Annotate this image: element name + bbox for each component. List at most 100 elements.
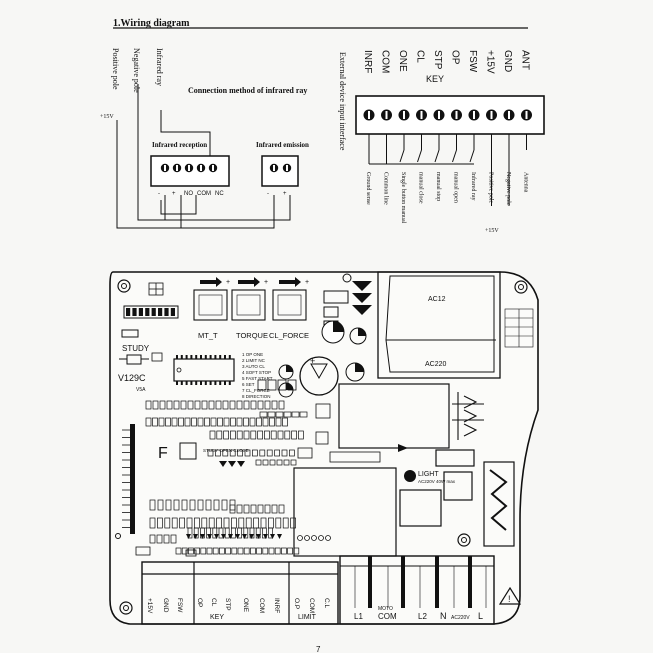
bottom-terminal-label: STP <box>224 598 231 611</box>
reception-pin-nc: NC <box>215 191 224 197</box>
terminal-pin-cl: CL <box>415 50 426 63</box>
bottom-terminal-label: CL <box>210 598 217 607</box>
terminal-key-group: KEY <box>426 74 444 84</box>
terminal-desc: Ground sense <box>365 172 371 205</box>
infrared-emission-block: - + <box>261 155 299 197</box>
terminal-pin-stp: STP <box>432 50 443 70</box>
terminal-desc: Single button manual <box>400 172 406 224</box>
light-sub-label: AC220V 40W max <box>418 479 456 484</box>
motor-terminal-label: L2 <box>418 612 427 621</box>
dip-function-item: 7 CL_FORCE <box>242 388 270 393</box>
study-open-close-label: STUDY OPEN CLOSE <box>203 448 249 453</box>
connection-method-title: Connection method of infrared ray <box>188 86 307 95</box>
main-ic-chip <box>173 355 235 385</box>
motor-terminal-label: L1 <box>354 612 363 621</box>
power-terminal-label: N <box>440 611 447 621</box>
trimmer-label: TORQUE <box>236 331 268 340</box>
terminal-desc: Positive pole <box>488 172 494 204</box>
terminal-desc: manual close <box>418 172 424 204</box>
bottom-terminal-label: COM <box>308 598 315 613</box>
trimmer-label: MT_T <box>198 331 218 340</box>
section-title: 1.Wiring diagram <box>113 18 190 29</box>
model-sub-label: V5A <box>136 387 146 393</box>
terminal-pin-one: ONE <box>397 50 408 72</box>
terminal-pin-gnd: GND <box>502 50 513 72</box>
terminal-pin-com: COM <box>380 50 391 73</box>
power-group-label: AC220V <box>451 615 470 621</box>
bottom-terminal-label: OP <box>196 598 203 607</box>
dip-function-item: 2 LIMIT NC <box>242 358 266 363</box>
power-terminal-label: L <box>478 611 483 621</box>
terminal-pin-15v: +15V <box>485 50 496 74</box>
dip-function-item: 6 SET <box>242 382 255 387</box>
terminal-desc: manual stop <box>435 172 441 201</box>
dip-switch <box>121 305 179 338</box>
infrared-reception-title: Infrared reception <box>152 141 207 149</box>
ac220-label: AC220 <box>425 361 447 368</box>
dip-function-item: 1 OP ONE <box>242 352 263 357</box>
model-label: V129C <box>118 373 146 383</box>
terminal-block <box>355 95 545 135</box>
motor-group-label: MOTO <box>378 606 393 612</box>
terminal-desc: Infrared ray <box>470 172 477 200</box>
terminal-desc: Common line <box>383 172 389 205</box>
f-button: F STUDY OPEN CLOSE <box>158 442 249 467</box>
reception-pin-no: NO <box>184 191 193 197</box>
terminal-pin-op: OP <box>450 50 461 65</box>
dip-function-item: 8 DIRECTION <box>242 394 271 399</box>
bottom-terminal-label: FSW <box>176 598 183 613</box>
infrared-voltage-label: +15V <box>100 114 114 120</box>
svg-text:+: + <box>305 279 309 286</box>
transformer: AC12 AC220 <box>377 271 501 379</box>
terminal-desc: Negative pole <box>505 172 511 206</box>
terminal-pin-fsw: FSW <box>467 50 478 73</box>
dip-function-item: 3 AUTO CL <box>242 364 265 369</box>
external-interface-label: External device input interface <box>338 52 347 151</box>
bottom-terminal-label: O.P <box>293 598 300 609</box>
terminal-pin-ant: ANT <box>520 50 531 70</box>
negative-pole-label: Negative pole <box>132 48 141 93</box>
infrared-reception-block: - + NO COM NC <box>150 155 230 197</box>
infrared-emission-title: Infrared emission <box>256 141 309 149</box>
bottom-limit-group: LIMIT <box>298 614 317 621</box>
trimmer-label: CL_FORCE <box>269 331 309 340</box>
bottom-key-group: KEY <box>210 614 224 621</box>
study-label: STUDY <box>122 344 150 353</box>
motor-terminal-label: COM <box>378 612 397 621</box>
ac12-label: AC12 <box>428 296 446 303</box>
positive-pole-label: Positive pole <box>111 48 120 90</box>
bottom-terminal-label: C.L <box>323 598 330 609</box>
terminal-voltage-label: +15V <box>485 228 499 234</box>
terminal-desc: Antenna <box>523 172 529 193</box>
infrared-ray-label: Infrared ray <box>155 48 164 86</box>
terminal-pin-labels: INRF COM ONE CL STP OP FSW +15V GND ANT <box>362 50 531 74</box>
terminal-descriptions: Ground sense Common line Single button man… <box>365 172 529 224</box>
reception-pin-com: COM <box>197 191 211 197</box>
f-label: F <box>158 445 168 462</box>
svg-text:!: ! <box>508 594 511 604</box>
dip-function-item: 5 FAST START <box>242 376 273 381</box>
svg-text:+: + <box>264 279 268 286</box>
emission-pin-minus: - <box>267 191 269 197</box>
bottom-terminal-label: +15V <box>146 598 153 614</box>
bottom-terminal-label: COM <box>258 598 265 613</box>
warning-triangle-icon: ! <box>498 586 522 605</box>
svg-text:+: + <box>226 279 230 286</box>
bottom-terminal-label: ONE <box>242 598 249 613</box>
terminal-pin-inrf: INRF <box>362 50 373 73</box>
bottom-terminal-label: GND <box>162 598 169 613</box>
emission-pin-plus: + <box>283 191 287 197</box>
study-button-area: STUDY V129C V5A <box>118 344 163 393</box>
reception-pin-plus: + <box>172 191 176 197</box>
reception-pin-minus: - <box>158 191 160 197</box>
svg-text:+: + <box>310 356 315 366</box>
light-output: LIGHT AC220V 40W max <box>404 470 456 484</box>
terminal-desc: manual open <box>453 172 459 203</box>
bottom-terminal-label: INRF <box>273 598 280 613</box>
dip-function-item: 4 SOFT STOP <box>242 370 271 375</box>
light-label: LIGHT <box>418 471 439 478</box>
page-number: 7 <box>316 645 321 653</box>
